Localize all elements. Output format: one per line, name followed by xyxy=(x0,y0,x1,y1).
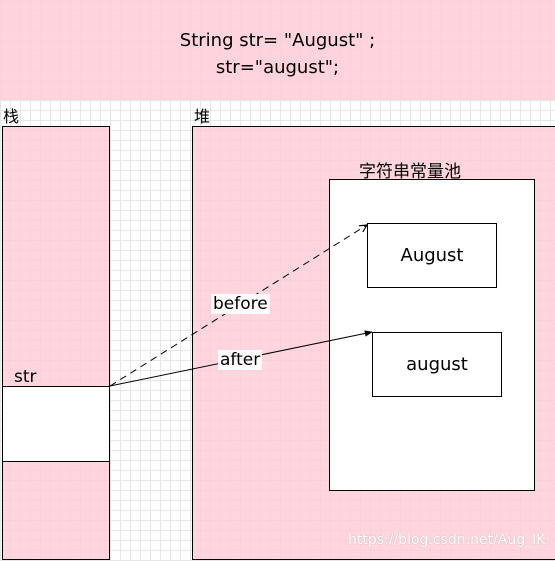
string-object-august: august xyxy=(372,332,502,397)
string-pool-label: 字符串常量池 xyxy=(359,162,461,182)
str-variable-label: str xyxy=(14,367,37,387)
after-label: after xyxy=(218,350,263,370)
stack-region xyxy=(2,126,110,560)
watermark: https://blog.csdn.net/Aug_IK xyxy=(348,532,546,548)
str-variable-cell xyxy=(2,386,110,462)
code-banner: String str= "August" ; str="august"; xyxy=(0,0,555,100)
stack-label: 栈 xyxy=(3,107,20,126)
string-object-August: August xyxy=(367,223,497,288)
string-object-august-text: august xyxy=(406,354,468,375)
heap-label: 堆 xyxy=(194,107,211,126)
code-line-2: str="august"; xyxy=(215,57,340,78)
before-arrow xyxy=(109,225,367,387)
before-label: before xyxy=(211,294,270,314)
code-line-1: String str= "August" ; xyxy=(179,30,376,51)
string-object-August-text: August xyxy=(400,245,464,266)
